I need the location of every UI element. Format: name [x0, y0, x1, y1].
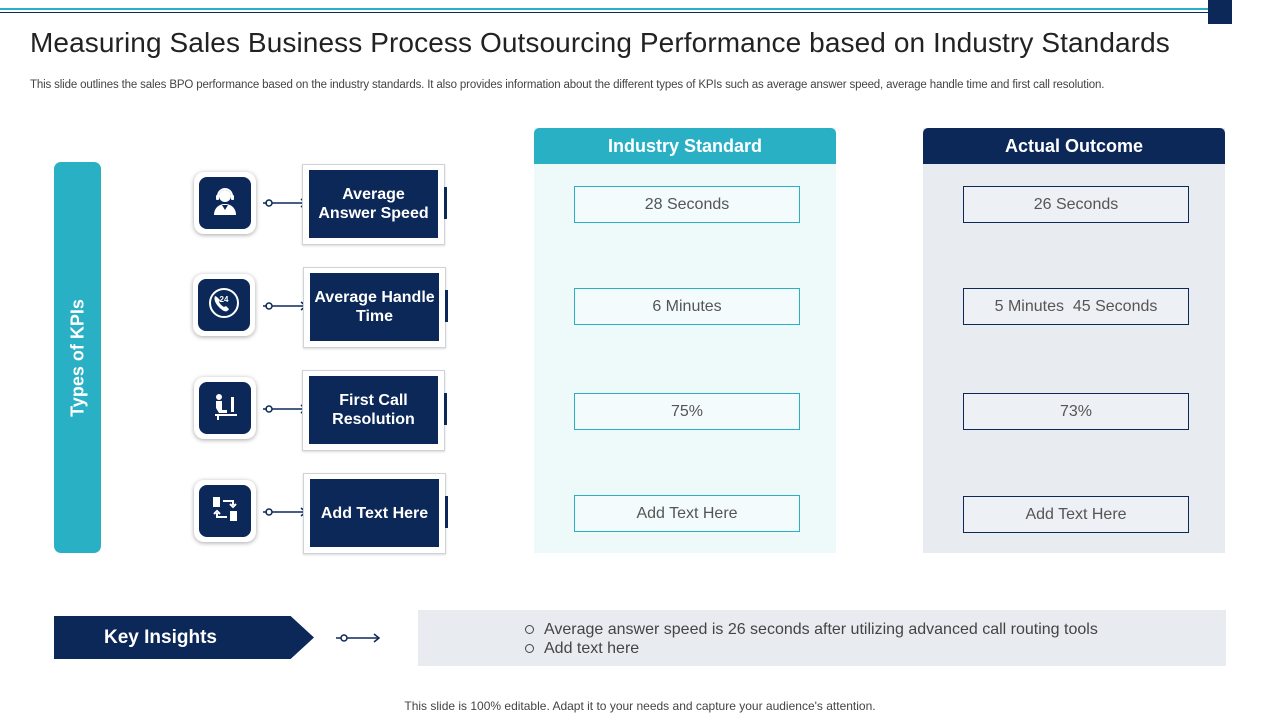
actual-value: 26 Seconds: [963, 186, 1189, 223]
page-subtitle: This slide outlines the sales BPO perfor…: [30, 79, 1105, 91]
actual-outcome-header: Actual Outcome: [923, 128, 1225, 164]
key-insights-panel: Average answer speed is 26 seconds after…: [418, 610, 1226, 666]
kpi-icon-tile: [194, 172, 256, 234]
agent-at-desk-icon: [209, 390, 241, 427]
kpi-label: First Call Resolution: [309, 376, 438, 444]
kpi-box: Add Text Here: [303, 473, 448, 554]
top-corner-square: [1208, 0, 1232, 24]
kpi-label: Average Answer Speed: [309, 170, 438, 238]
industry-value: 75%: [574, 393, 800, 430]
top-accent-line: [0, 8, 1208, 10]
exchange-arrows-icon: [209, 493, 241, 530]
industry-standard-column: Industry Standard 28 Seconds 6 Minutes 7…: [534, 128, 836, 553]
kpi-label: Average Handle Time: [310, 273, 439, 341]
kpi-label: Add Text Here: [310, 479, 439, 547]
call-center-agent-icon: [209, 185, 241, 222]
key-insights-label: Key Insights: [54, 616, 314, 659]
footer-note: This slide is 100% editable. Adapt it to…: [404, 699, 876, 713]
insight-item: Average answer speed is 26 seconds after…: [525, 620, 1226, 639]
industry-value: 6 Minutes: [574, 288, 800, 325]
actual-outcome-column: Actual Outcome 26 Seconds 5 Minutes 45 S…: [923, 128, 1225, 553]
kpi-box: Average Answer Speed: [302, 164, 447, 245]
actual-value: 5 Minutes 45 Seconds: [963, 288, 1189, 325]
actual-value: Add Text Here: [963, 496, 1189, 533]
24-hour-phone-icon: 24: [207, 286, 241, 325]
industry-standard-header: Industry Standard: [534, 128, 836, 164]
kpi-box: First Call Resolution: [302, 370, 447, 451]
insight-item: Add text here: [525, 639, 1226, 658]
svg-text:24: 24: [220, 295, 229, 304]
connector-arrow: [336, 631, 382, 645]
kpi-icon-tile: [194, 480, 256, 542]
kpi-box: Average Handle Time: [303, 267, 448, 348]
kpi-icon-tile: 24: [193, 274, 255, 336]
kpi-types-label: Types of KPIs: [67, 298, 87, 417]
actual-value: 73%: [963, 393, 1189, 430]
industry-value: 28 Seconds: [574, 186, 800, 223]
kpi-types-bar: Types of KPIs: [54, 162, 101, 553]
kpi-icon-tile: [194, 377, 256, 439]
industry-value: Add Text Here: [574, 495, 800, 532]
page-title: Measuring Sales Business Process Outsour…: [30, 27, 1170, 58]
top-accent-line-thin: [0, 12, 1208, 13]
